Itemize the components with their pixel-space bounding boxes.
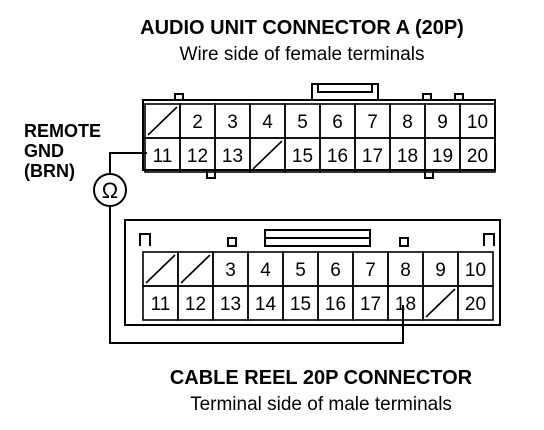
cable-reel-title: CABLE REEL 20P CONNECTOR [169,367,473,389]
cable-reel-unused-pin-slash [180,254,211,284]
connector-a-subtitle: Wire side of female terminals [179,44,425,65]
probe-wire-b [109,206,404,344]
connector-a-pin-grid: 2 3 4 5 6 7 8 9 10 11 12 13 15 16 17 18 19 20 [144,103,496,173]
connector-a-tab [424,169,434,179]
connector-a-pin-label: 12 [187,146,208,167]
cable-reel-pin-label: 7 [365,260,376,281]
connector-a-tab [206,169,216,179]
connector-a-pin-label: 11 [153,146,173,167]
cable-reel-pin-label: 16 [325,294,346,315]
cable-reel-pin-label: 5 [295,260,306,281]
cable-reel-pin-label: 18 [395,294,416,315]
wire-label-remote: REMOTE [24,121,102,141]
connector-a-pin-label: 13 [222,146,243,167]
connector-a-title: AUDIO UNIT CONNECTOR A (20P) [140,17,464,39]
cable-reel-pin-label: 4 [260,260,271,281]
connector-a-pin-label: 9 [437,112,448,133]
cable-reel-pin-label: 17 [360,294,381,315]
cable-reel-pin-label: 10 [465,260,486,281]
connector-a-pin-label: 15 [292,146,313,167]
cable-reel-pin-label: 13 [220,294,241,315]
cable-reel-unused-pin-slash [145,254,176,284]
cable-reel-housing [124,219,501,326]
cable-reel-pin-label: 8 [400,260,411,281]
cable-reel-outline [124,219,501,326]
connector-a-pin-label: 20 [467,146,488,167]
connector-a-pin-label: 4 [262,112,273,133]
cable-reel-pin-label: 11 [151,294,171,315]
cable-reel-subtitle: Terminal side of male terminals [190,394,452,415]
cable-reel-pin-label: 3 [225,260,236,281]
connector-a-pin-label: 3 [227,112,238,133]
connector-a-cell [459,137,496,173]
probe-wire-a [109,152,147,174]
connector-a-pin-label: 19 [432,146,453,167]
connector-a-tab [422,93,432,101]
cable-reel-cell [457,285,494,321]
connector-a-pin-label: 7 [367,112,378,133]
cable-reel-tab [227,237,237,247]
cable-reel-pin-grid: 3 4 5 6 7 8 9 10 11 12 13 14 15 16 17 18 20 [142,251,494,321]
connector-a-latch [311,83,379,100]
connector-a-pin-label: 2 [192,112,203,133]
connector-a-pin-label: 16 [327,146,348,167]
connector-a-pin-label: 10 [467,112,488,133]
cable-reel-unused-pin-slash [425,288,456,318]
cable-reel-tab [399,237,409,247]
wire-label-color: (BRN) [24,161,75,181]
connector-a-pin-label: 6 [332,112,343,133]
connector-a-tab [454,93,464,101]
wire-label-gnd: GND [24,141,64,161]
cable-reel-pin-label: 15 [290,294,311,315]
ohm-icon: Ω [102,178,118,203]
cable-reel-pin-label: 12 [185,294,206,315]
cable-reel-pin-label: 6 [330,260,341,281]
connector-a-pin-label: 5 [297,112,308,133]
cable-reel-pin-label: 20 [465,294,486,315]
connector-a-pin-label: 17 [362,146,383,167]
cable-reel-pin-label: 14 [255,294,277,315]
test-wiring [93,152,404,344]
connector-a-pin-label: 18 [397,146,418,167]
connector-a-tab [174,93,184,101]
connector-a-unused-pin-slash [147,106,178,136]
connector-a-unused-pin-slash [252,140,283,170]
cable-reel-pin-label: 9 [435,260,446,281]
connector-a-pin-label: 8 [402,112,413,133]
